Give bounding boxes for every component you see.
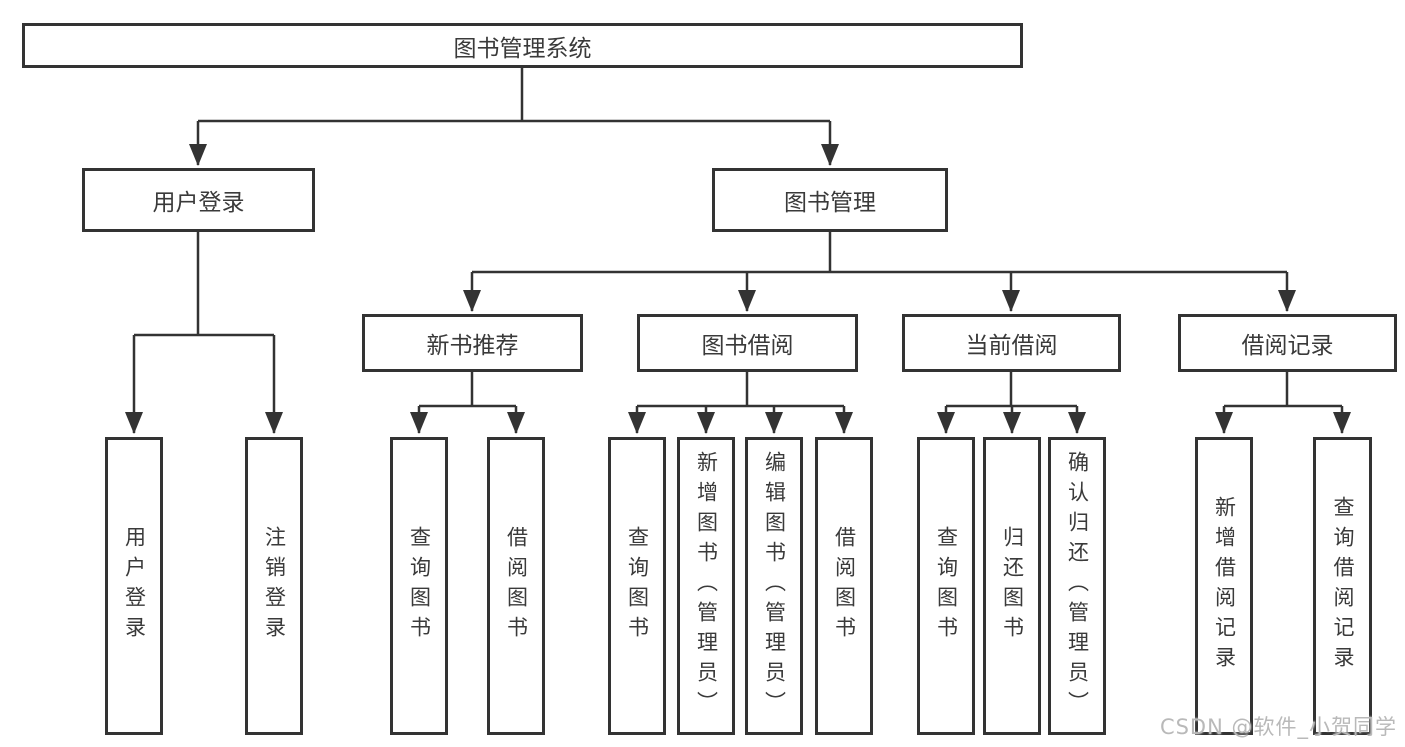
leaf-borrow-borrow-book-label: 借阅图书	[832, 526, 857, 646]
leaf-borrow-query-book: 查询图书	[608, 437, 666, 735]
node-user-login: 用户登录	[82, 168, 315, 232]
leaf-current-confirm-return-admin-label: 确认归还（管理员）	[1065, 451, 1090, 721]
node-new-book-recommend: 新书推荐	[362, 314, 583, 372]
leaf-current-confirm-return-admin: 确认归还（管理员）	[1048, 437, 1106, 735]
node-user-login-label: 用户登录	[152, 190, 245, 216]
leaf-borrow-edit-book-admin-label: 编辑图书（管理员）	[762, 451, 787, 721]
leaf-records-add-record: 新增借阅记录	[1195, 437, 1253, 735]
node-root-system: 图书管理系统	[22, 23, 1023, 68]
leaf-recommend-borrow-book-label: 借阅图书	[504, 526, 529, 646]
leaf-borrow-query-book-label: 查询图书	[625, 526, 650, 646]
node-book-borrow-label: 图书借阅	[701, 333, 794, 359]
node-borrow-records-label: 借阅记录	[1241, 333, 1334, 359]
node-book-management-label: 图书管理	[784, 190, 876, 216]
node-new-book-recommend-label: 新书推荐	[426, 333, 519, 359]
leaf-records-add-record-label: 新增借阅记录	[1212, 496, 1237, 676]
leaf-borrow-add-book-admin-label: 新增图书（管理员）	[694, 451, 719, 721]
leaf-records-query-record-label: 查询借阅记录	[1331, 496, 1355, 676]
node-root-label: 图书管理系统	[453, 35, 592, 62]
leaf-current-return-book-label: 归还图书	[1000, 526, 1025, 646]
leaf-logout: 注销登录	[245, 437, 303, 735]
leaf-borrow-add-book-admin: 新增图书（管理员）	[677, 437, 735, 735]
leaf-recommend-query-book-label: 查询图书	[407, 526, 432, 646]
leaf-recommend-borrow-book: 借阅图书	[487, 437, 545, 735]
leaf-logout-label: 注销登录	[262, 526, 287, 646]
node-current-borrow-label: 当前借阅	[965, 333, 1058, 359]
leaf-current-query-book: 查询图书	[917, 437, 975, 735]
leaf-records-query-record: 查询借阅记录	[1313, 437, 1372, 735]
node-current-borrow: 当前借阅	[902, 314, 1121, 372]
node-book-management: 图书管理	[712, 168, 948, 232]
leaf-current-return-book: 归还图书	[983, 437, 1041, 735]
leaf-recommend-query-book: 查询图书	[390, 437, 448, 735]
node-borrow-records: 借阅记录	[1178, 314, 1397, 372]
node-book-borrow: 图书借阅	[637, 314, 858, 372]
leaf-borrow-borrow-book: 借阅图书	[815, 437, 873, 735]
leaf-borrow-edit-book-admin: 编辑图书（管理员）	[745, 437, 803, 735]
leaf-user-login-label: 用户登录	[122, 526, 147, 646]
csdn-watermark: CSDN @软件_小贺同学	[1159, 715, 1397, 739]
leaf-user-login: 用户登录	[105, 437, 163, 735]
leaf-current-query-book-label: 查询图书	[934, 526, 959, 646]
